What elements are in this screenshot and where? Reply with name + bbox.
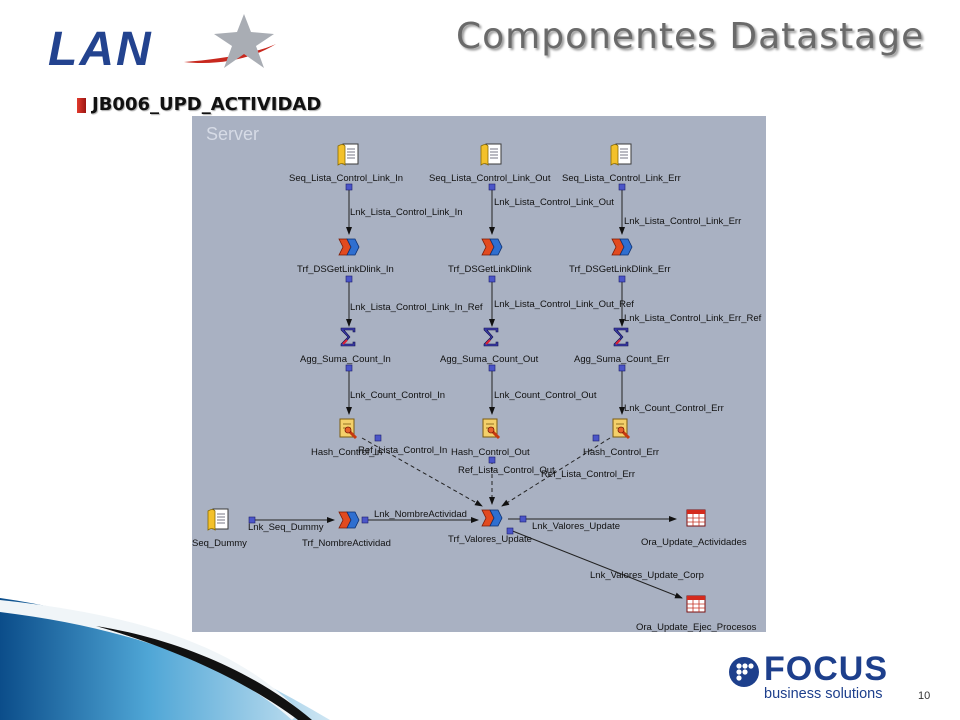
stage-label: Seq_Lista_Control_Link_In <box>289 173 404 184</box>
link-marker <box>618 275 626 283</box>
bullet-square-icon <box>77 98 86 113</box>
datastage-canvas[interactable]: Server <box>192 116 766 632</box>
stage-label: Hash_Control_Err <box>583 447 660 458</box>
link-marker <box>488 364 496 372</box>
seq-file-stage-icon[interactable] <box>609 142 635 168</box>
link-marker <box>506 527 514 535</box>
seq-file-stage-icon[interactable] <box>479 142 505 168</box>
aggregator-stage-icon[interactable] <box>479 324 505 350</box>
job-name: JB006_UPD_ACTIVIDAD <box>92 94 322 115</box>
stage-label: Trf_Valores_Update <box>448 534 532 545</box>
oracle-stage-icon[interactable] <box>684 506 710 532</box>
hashed-file-stage-icon[interactable] <box>609 416 635 442</box>
transformer-stage-icon[interactable] <box>336 234 362 260</box>
ref-line-err[interactable] <box>501 437 611 507</box>
hashed-file-stage-icon[interactable] <box>336 416 362 442</box>
ref-line-in[interactable] <box>361 437 483 507</box>
aggregator-stage-icon[interactable] <box>609 324 635 350</box>
link-label: Lnk_Lista_Control_Link_Out <box>494 197 614 208</box>
link-label: Ref_Lista_Control_Err <box>541 469 635 480</box>
stage-label: Agg_Suma_Count_Err <box>574 354 670 365</box>
link-label: Ref_Lista_Control_In <box>358 445 448 456</box>
link-marker <box>374 434 382 442</box>
link-label: Ref_Lista_Control_Out <box>458 465 555 476</box>
link-label: Lnk_Lista_Control_Link_Err <box>624 216 742 227</box>
stage-label: Seq_Lista_Control_Link_Err <box>562 173 681 184</box>
link-marker <box>361 516 369 524</box>
link-label: Lnk_Count_Control_Out <box>494 390 597 401</box>
link-marker <box>618 364 626 372</box>
link-label: Lnk_Valores_Update <box>532 521 621 532</box>
page-number: 10 <box>918 690 931 702</box>
lan-star-icon <box>184 14 276 68</box>
focus-logo-icon <box>729 657 759 687</box>
link-label: Lnk_Lista_Control_Link_In <box>350 207 463 218</box>
focus-tagline: business solutions <box>764 686 883 702</box>
stage-label: Hash_Control_In <box>311 447 383 458</box>
link-label: Lnk_Valores_Update_Corp <box>590 570 704 581</box>
link-label: Lnk_Lista_Control_Link_Err_Ref <box>624 313 762 324</box>
stage-label: Hash_Control_Out <box>451 447 530 458</box>
focus-logo-text: FOCUS <box>764 650 888 688</box>
link-marker <box>488 456 496 464</box>
oracle-stage-icon[interactable] <box>684 592 710 618</box>
stage-label: Trf_NombreActividad <box>302 538 391 549</box>
link-marker <box>488 183 496 191</box>
focus-logo: FOCUS business solutions <box>728 650 898 704</box>
link-marker <box>488 275 496 283</box>
link-label: Lnk_Count_Control_Err <box>624 403 724 414</box>
stage-label: Ora_Update_Actividades <box>641 537 747 548</box>
link-marker <box>519 515 527 523</box>
stage-label: Agg_Suma_Count_In <box>300 354 391 365</box>
stage-label: Agg_Suma_Count_Out <box>440 354 539 365</box>
link-label: Lnk_Lista_Control_Link_Out_Ref <box>494 299 634 310</box>
link-marker <box>345 275 353 283</box>
link-label: Lnk_Seq_Dummy <box>248 522 324 533</box>
link-marker <box>248 516 256 524</box>
link-label: Lnk_NombreActividad <box>374 509 467 520</box>
page-title: Componentes Datastage <box>456 16 925 57</box>
aggregator-stage-icon[interactable] <box>336 324 362 350</box>
lan-logo: LAN <box>44 14 284 78</box>
transformer-stage-icon[interactable] <box>479 505 505 531</box>
link-marker <box>345 183 353 191</box>
link-marker <box>345 364 353 372</box>
link-label: Lnk_Lista_Control_Link_In_Ref <box>350 302 483 313</box>
link-line-corp[interactable] <box>509 529 683 599</box>
link-marker <box>618 183 626 191</box>
seq-file-stage-icon[interactable] <box>206 507 232 533</box>
stage-label: Trf_DSGetLinkDlink_In <box>297 264 394 275</box>
lan-logo-text: LAN <box>48 23 153 76</box>
seq-file-stage-icon[interactable] <box>336 142 362 168</box>
transformer-stage-icon[interactable] <box>479 234 505 260</box>
transformer-stage-icon[interactable] <box>336 507 362 533</box>
transformer-stage-icon[interactable] <box>609 234 635 260</box>
stage-label: Seq_Lista_Control_Link_Out <box>429 173 551 184</box>
stage-label: Seq_Dummy <box>192 538 247 549</box>
hashed-file-stage-icon[interactable] <box>479 416 505 442</box>
link-lines <box>248 183 683 599</box>
stage-label: Ora_Update_Ejec_Procesos <box>636 622 757 632</box>
link-label: Lnk_Count_Control_In <box>350 390 446 401</box>
canvas-server-label: Server <box>206 124 260 144</box>
link-marker <box>592 434 600 442</box>
stage-label: Trf_DSGetLinkDlink <box>448 264 532 275</box>
stage-label: Trf_DSGetLinkDlink_Err <box>569 264 671 275</box>
